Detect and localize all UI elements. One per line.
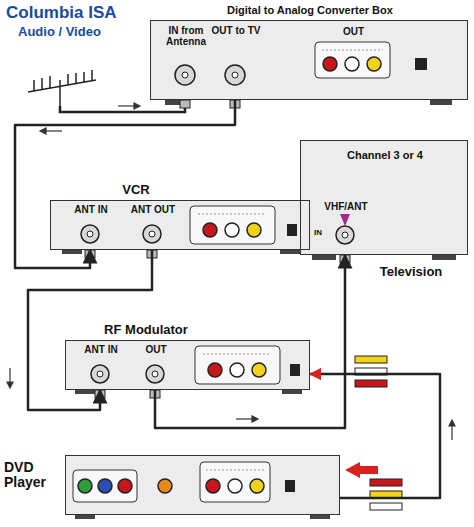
panel-marks <box>198 50 383 470</box>
port-label: ANT OUT <box>118 204 188 215</box>
coax-plug <box>85 100 350 398</box>
device-label: RF Modulator <box>81 323 211 337</box>
subtitle: Audio / Video <box>18 24 101 39</box>
port-label: OUT <box>131 344 181 355</box>
cable <box>155 255 345 428</box>
cable <box>310 374 440 498</box>
device-label: DVD Player <box>4 460 62 491</box>
antenna-symbol <box>28 70 185 112</box>
port-label: IN <box>307 229 329 238</box>
converter-box: Digital to Analog Converter BoxIN from A… <box>150 20 468 100</box>
coax-jack <box>81 65 354 383</box>
port-label: OUT <box>316 26 391 37</box>
rca-panel <box>73 42 390 502</box>
port-label: ANT IN <box>61 204 121 215</box>
port-label: OUT to TV <box>211 25 261 36</box>
red-arrow <box>345 462 378 478</box>
port-label: ANT IN <box>71 344 131 355</box>
device-label: VCR <box>91 183 181 197</box>
title: Columbia ISA <box>6 3 117 23</box>
device-label: Digital to Analog Converter Box <box>151 4 469 16</box>
rca-plug <box>355 356 402 510</box>
device-label: Channel 3 or 4 <box>305 149 465 161</box>
cable <box>15 100 235 268</box>
box-feet <box>62 100 456 519</box>
rf-modulator-box: RF ModulatorANT INOUT <box>65 340 310 390</box>
port-label: IN from Antenna <box>156 25 216 47</box>
port-label: VHF/ANT <box>306 201 386 212</box>
rca-jack <box>78 57 381 493</box>
port-label: Television <box>356 265 466 279</box>
vcr-box: VCRANT INANT OUT <box>50 200 310 250</box>
television-box: Channel 3 or 4VHF/ANTINTelevision <box>300 140 468 255</box>
dvd-player-box: DVD Player <box>65 455 340 515</box>
pink-arrow <box>340 214 350 226</box>
box-bodies <box>50 20 468 515</box>
